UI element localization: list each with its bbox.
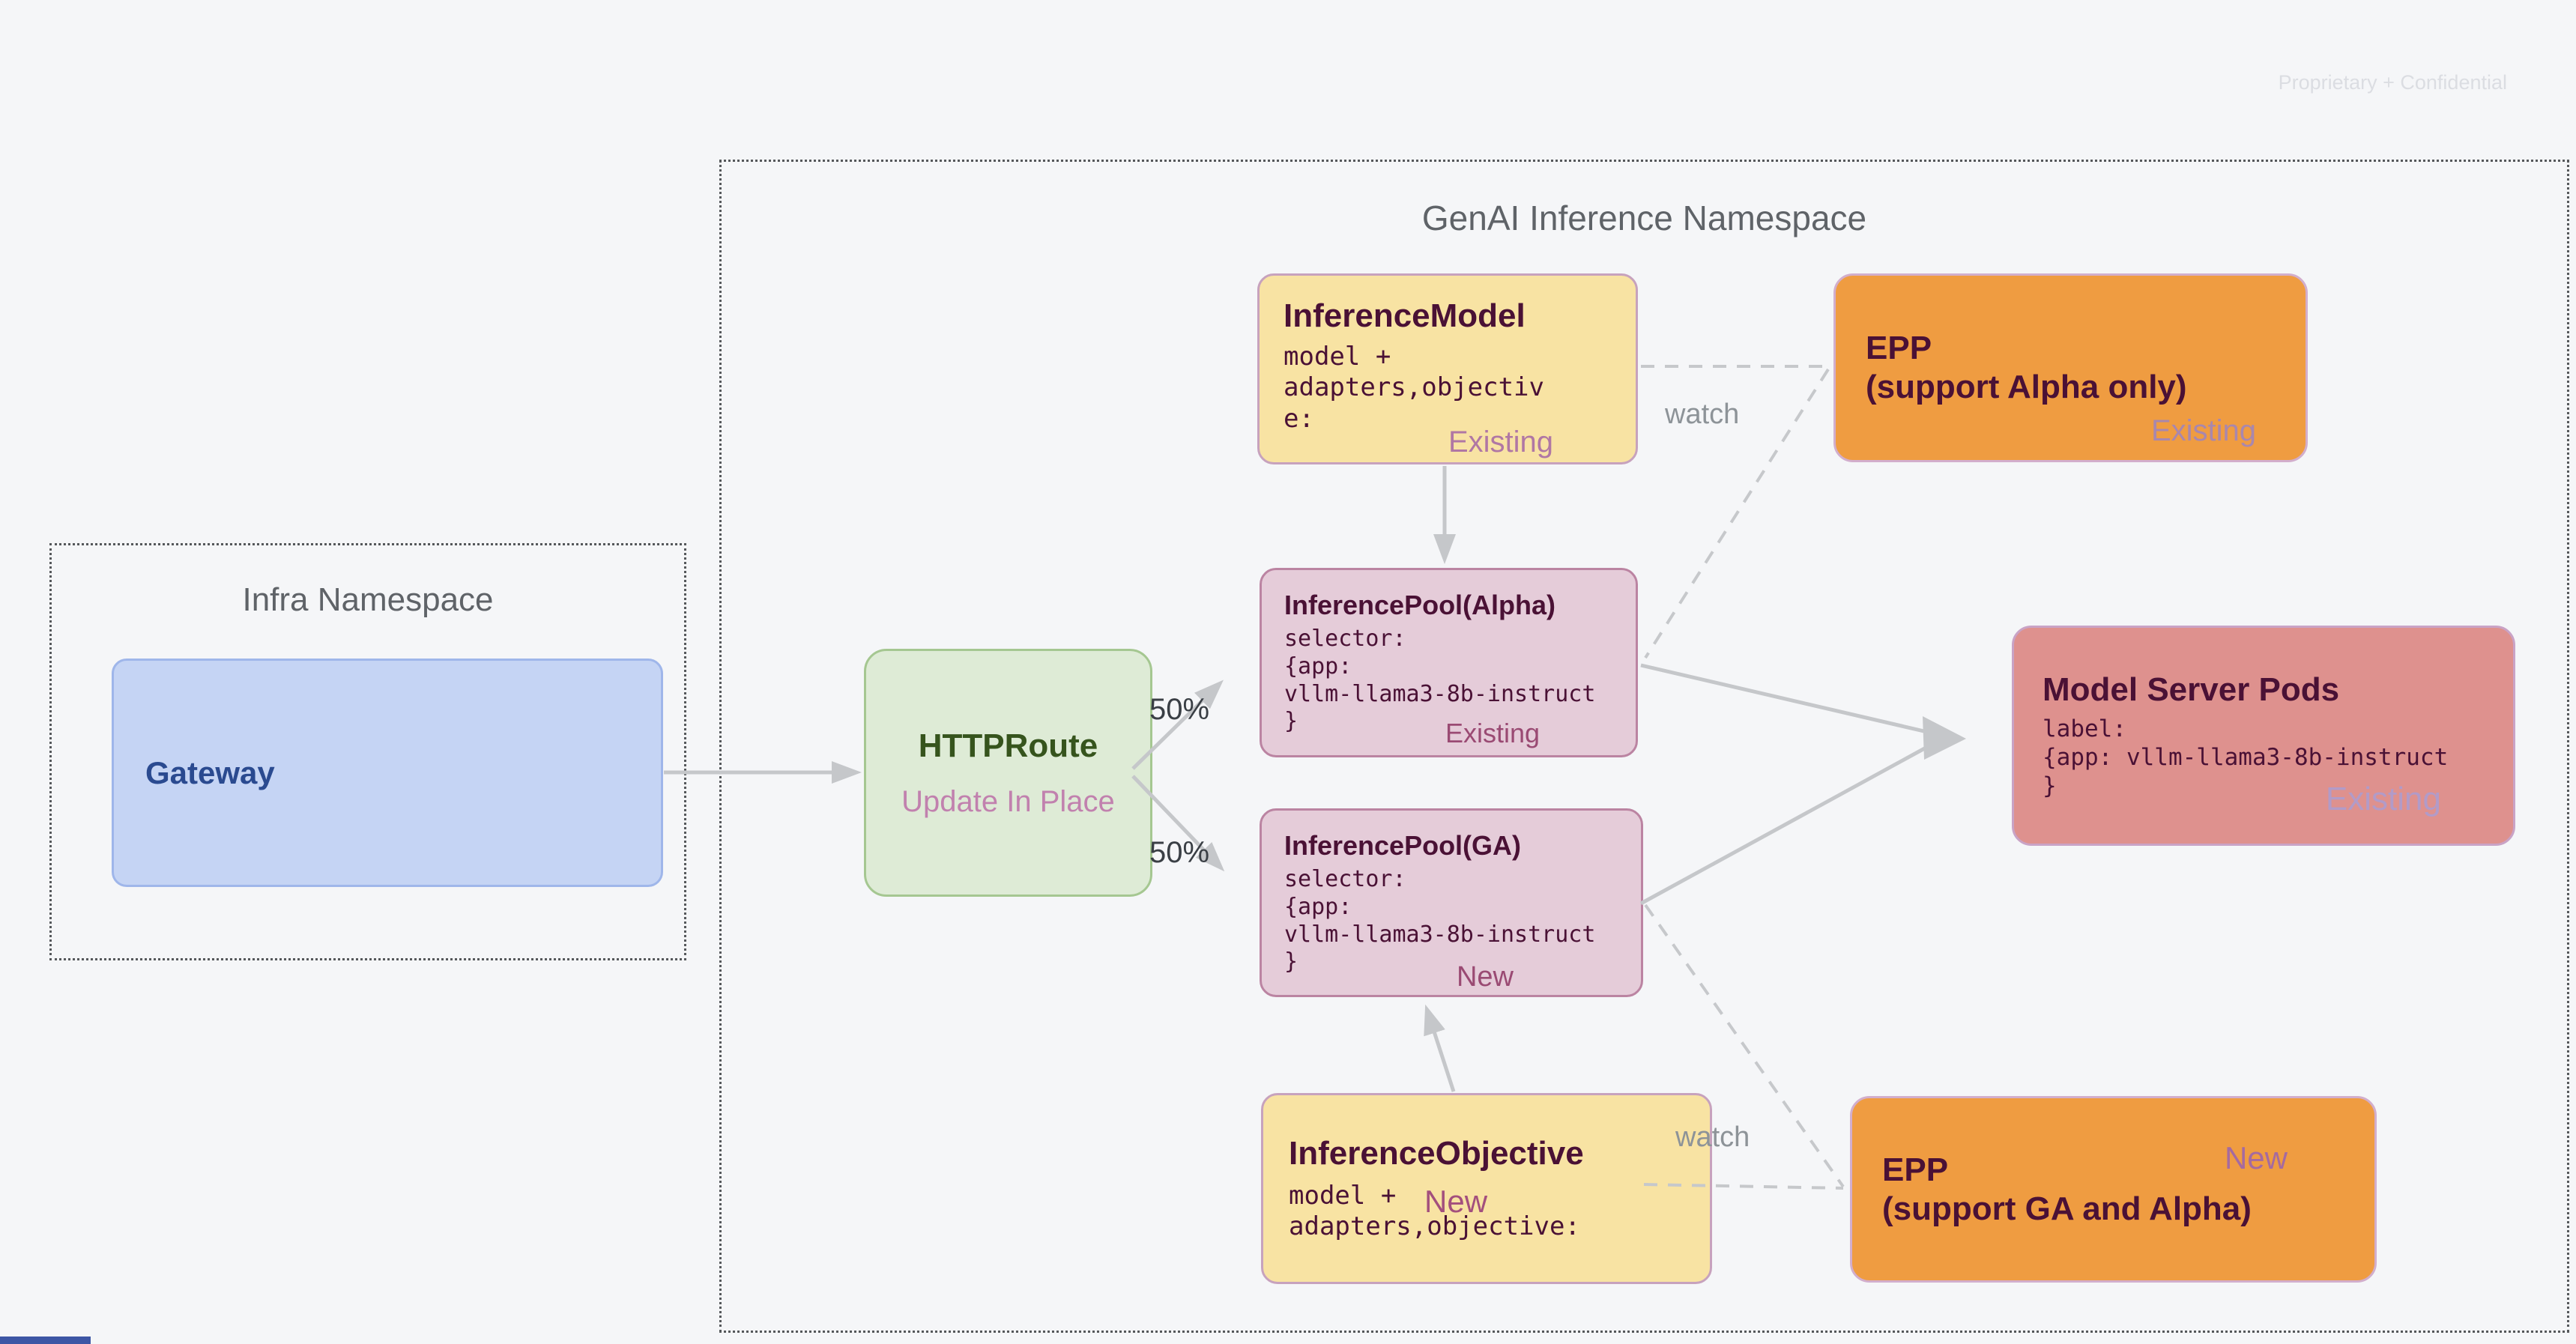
epp-alpha-title-line1: EPP [1866, 330, 1932, 367]
httproute-subtitle: Update In Place [901, 784, 1115, 818]
httproute-node: HTTPRoute Update In Place [864, 649, 1152, 897]
epp-alpha-title-line2: (support Alpha only) [1866, 369, 2187, 405]
inference-model-node: InferenceModel model + adapters,objectiv… [1257, 273, 1638, 464]
code-line: model + [1284, 341, 1391, 372]
code-line: } [1284, 948, 1298, 975]
gateway-title: Gateway [145, 754, 275, 790]
inference-pool-ga-node: InferencePool(GA) selector: {app: vllm-l… [1260, 808, 1643, 997]
traffic-split-label-bottom: 50% [1149, 836, 1210, 869]
inference-pool-alpha-code: selector: {app: vllm-llama3-8b-instruct … [1284, 626, 1636, 735]
code-line: {app: [1284, 653, 1352, 680]
inference-model-code: model + adapters,objectiv e: [1284, 342, 1636, 435]
infra-namespace-title: Infra Namespace [242, 581, 494, 618]
inference-pool-alpha-title: InferencePool(Alpha) [1284, 590, 1556, 620]
code-line: e: [1284, 403, 1314, 434]
model-server-pods-code: label: {app: vllm-llama3-8b-instruct } [2043, 715, 2513, 800]
httproute-title: HTTPRoute [918, 727, 1098, 765]
code-line: selector: [1284, 626, 1406, 653]
inference-model-title: InferenceModel [1284, 297, 1526, 334]
code-line: vllm-llama3-8b-instruct [1284, 680, 1596, 707]
code-line: label: [2043, 715, 2126, 743]
code-line: {app: vllm-llama3-8b-instruct [2043, 744, 2449, 772]
infra-namespace-container: Infra Namespace [49, 543, 686, 960]
inference-objective-code: model + adapters,objective: [1289, 1181, 1710, 1243]
model-server-pods-title: Model Server Pods [2043, 671, 2340, 709]
genai-namespace-title: GenAI Inference Namespace [1421, 199, 1867, 237]
inference-pool-ga-title: InferencePool(GA) [1284, 830, 1522, 861]
code-line: } [1284, 708, 1298, 735]
status-badge: New [1456, 961, 1514, 993]
inference-pool-alpha-node: InferencePool(Alpha) selector: {app: vll… [1260, 568, 1638, 757]
status-badge: New [1424, 1184, 1488, 1219]
confidential-watermark: Proprietary + Confidential [2278, 71, 2507, 94]
gateway-node: Gateway [112, 659, 663, 887]
genai-inference-namespace-container: GenAI Inference Namespace [719, 160, 2569, 1333]
watch-label-bottom: watch [1675, 1121, 1750, 1153]
epp-ga-node: EPP (support GA and Alpha) New [1850, 1096, 2377, 1283]
code-line: vllm-llama3-8b-instruct [1284, 921, 1596, 948]
epp-ga-title-line1: EPP [1882, 1151, 1949, 1188]
code-line: {app: [1284, 894, 1352, 921]
status-badge: Existing [2325, 781, 2441, 817]
code-line: adapters,objectiv [1284, 372, 1544, 403]
code-line: adapters,objective: [1289, 1211, 1580, 1242]
inference-objective-node: InferenceObjective model + adapters,obje… [1261, 1093, 1712, 1284]
status-badge: New [2224, 1140, 2288, 1175]
status-badge: Existing [1448, 426, 1553, 458]
epp-alpha-node: EPP (support Alpha only) Existing [1833, 273, 2308, 462]
traffic-split-label-top: 50% [1149, 693, 1210, 726]
bottom-left-accent-bar [0, 1337, 91, 1344]
inference-pool-ga-code: selector: {app: vllm-llama3-8b-instruct … [1284, 866, 1641, 975]
epp-ga-title-line2: (support GA and Alpha) [1882, 1190, 2252, 1227]
status-badge: Existing [1445, 718, 1540, 748]
model-server-pods-node: Model Server Pods label: {app: vllm-llam… [2012, 626, 2515, 846]
watch-label-top: watch [1665, 399, 1740, 430]
code-line: model + [1289, 1180, 1397, 1211]
status-badge: Existing [2150, 414, 2256, 447]
code-line: selector: [1284, 866, 1406, 893]
code-line: } [2043, 772, 2057, 799]
inference-objective-title: InferenceObjective [1289, 1135, 1584, 1172]
